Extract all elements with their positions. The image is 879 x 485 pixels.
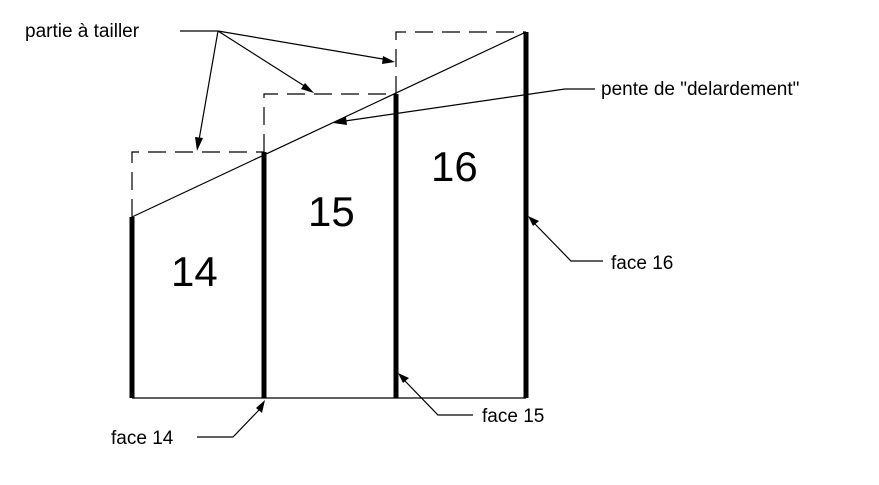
step-15-number: 15 xyxy=(308,188,355,235)
cut-part-16 xyxy=(395,31,526,94)
cut-part-leader-14 xyxy=(198,30,219,141)
cut-part-15 xyxy=(263,93,396,152)
face-14-leader xyxy=(197,400,265,438)
slope-leader xyxy=(333,88,595,125)
face-15-label: face 15 xyxy=(482,406,544,427)
cut-part-14 xyxy=(131,151,264,217)
face-15-arrow xyxy=(398,373,409,383)
slope-label: pente de "delardement" xyxy=(601,79,799,100)
face-16-label: face 16 xyxy=(611,253,673,274)
cut-part-arrow-15 xyxy=(301,83,314,93)
face-15-leader-line xyxy=(404,380,473,416)
cut-part-leaders xyxy=(180,30,395,151)
cut-part-arrow-14 xyxy=(195,137,203,151)
cut-part-arrow-16 xyxy=(382,56,395,64)
face-14-label: face 14 xyxy=(111,428,174,449)
face-14-leader-line xyxy=(197,409,260,438)
step-faces xyxy=(129,32,529,398)
face-14-arrow xyxy=(256,400,265,413)
cut-part-outlines xyxy=(131,31,526,217)
slope-line xyxy=(131,31,527,218)
face-16-leader-line xyxy=(534,223,603,262)
face-16-arrow xyxy=(528,216,539,226)
slope-arrow xyxy=(333,117,347,125)
step-16-number: 16 xyxy=(431,143,478,190)
step-14-number: 14 xyxy=(171,248,218,295)
cut-part-leader-16 xyxy=(217,30,384,60)
face-16-leader xyxy=(528,216,603,262)
cut-part-label: partie à tailler xyxy=(25,21,140,42)
face-15-leader xyxy=(398,373,473,416)
cut-part-leader-15 xyxy=(217,30,307,88)
step-outlines xyxy=(131,31,527,399)
slope-leader-line xyxy=(344,88,566,122)
